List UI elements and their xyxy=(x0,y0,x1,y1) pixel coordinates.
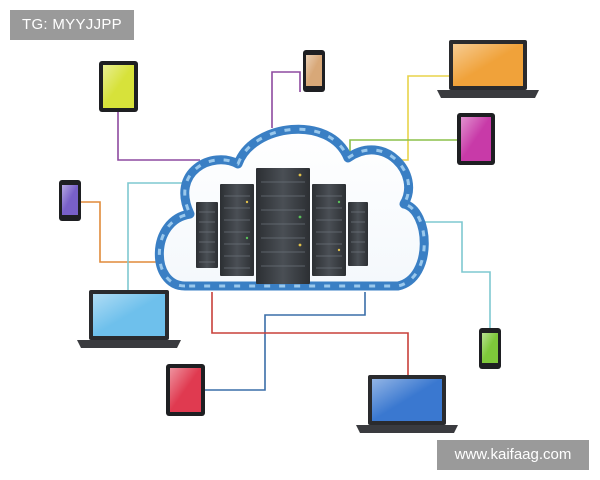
wire-bottom-laptop xyxy=(211,292,409,376)
server-rack xyxy=(348,202,368,266)
wire-right-phone xyxy=(418,221,491,328)
wire-top-phone xyxy=(271,71,301,128)
server-rack xyxy=(312,184,346,276)
wire-left-phone xyxy=(80,201,162,263)
laptop-icon xyxy=(77,290,181,348)
watermark-top-label: TG: MYYJJPP xyxy=(10,10,134,40)
tablet-icon xyxy=(457,113,495,165)
wire-right-tablet xyxy=(349,139,458,152)
phone-icon xyxy=(303,50,325,92)
tablet-icon xyxy=(99,61,138,112)
laptop-icon xyxy=(356,375,458,433)
wire-bottom-tablet xyxy=(205,292,366,391)
wire-top-left-tablet xyxy=(117,112,200,161)
tablet-icon xyxy=(166,364,205,416)
phone-icon xyxy=(59,180,81,221)
server-rack xyxy=(220,184,254,276)
connection-wires xyxy=(80,71,491,391)
server-rack xyxy=(256,168,310,284)
watermark-site-label: www.kaifaag.com xyxy=(437,440,589,470)
phone-icon xyxy=(479,328,501,369)
wire-left-laptop xyxy=(127,182,190,290)
laptop-icon xyxy=(437,40,539,98)
server-cluster xyxy=(196,168,368,284)
server-rack xyxy=(196,202,218,268)
